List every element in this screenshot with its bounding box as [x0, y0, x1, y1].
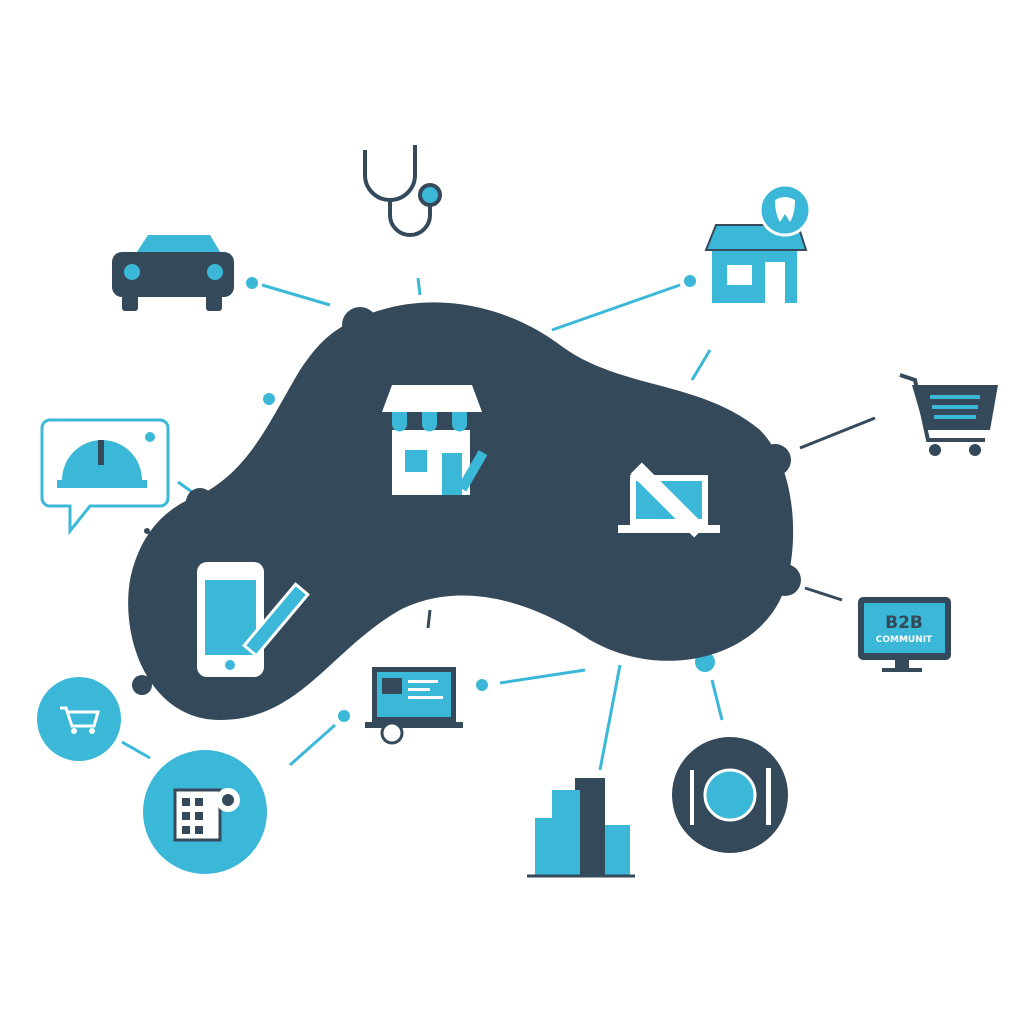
dental-shop-icon	[704, 183, 812, 303]
storefront-icon	[382, 385, 488, 495]
hard-hat-chat-icon	[40, 418, 170, 536]
phone-pencil-icon	[197, 562, 310, 677]
laptop-pencil-icon	[618, 462, 720, 538]
b2b-monitor-icon: B2B COMMUNIT	[858, 597, 951, 672]
building-gear-icon	[143, 750, 267, 874]
b2b-sublabel: COMMUNIT	[876, 635, 933, 645]
car-icon	[112, 235, 234, 311]
shopping-cart-icon	[899, 373, 998, 456]
office-building-icon	[527, 778, 635, 878]
stethoscope-icon	[363, 145, 442, 237]
b2b-label: B2B	[885, 613, 923, 633]
central-cloud-blob	[128, 302, 794, 720]
small-cart-icon	[37, 677, 121, 761]
connector-lines	[121, 277, 876, 771]
blob-nodes	[132, 307, 801, 695]
laptop-dashboard-icon	[365, 667, 463, 745]
restaurant-plate-icon	[672, 737, 788, 853]
